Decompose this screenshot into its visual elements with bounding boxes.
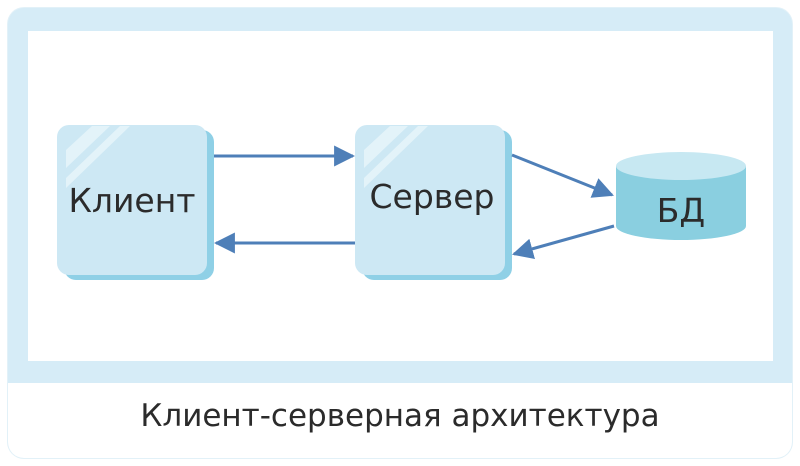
- arrow-db-to-server: [511, 224, 615, 260]
- client-node: Клиент: [57, 125, 214, 280]
- db-label: БД: [657, 191, 705, 230]
- client-label: Клиент: [68, 181, 195, 220]
- caption-bar: [8, 383, 792, 458]
- diagram-caption: Клиент-серверная архитектура: [140, 398, 660, 434]
- arrow-server-to-db: [511, 153, 614, 198]
- server-node: Сервер: [355, 125, 512, 280]
- server-label: Сервер: [370, 177, 495, 216]
- db-node: БД: [616, 152, 746, 240]
